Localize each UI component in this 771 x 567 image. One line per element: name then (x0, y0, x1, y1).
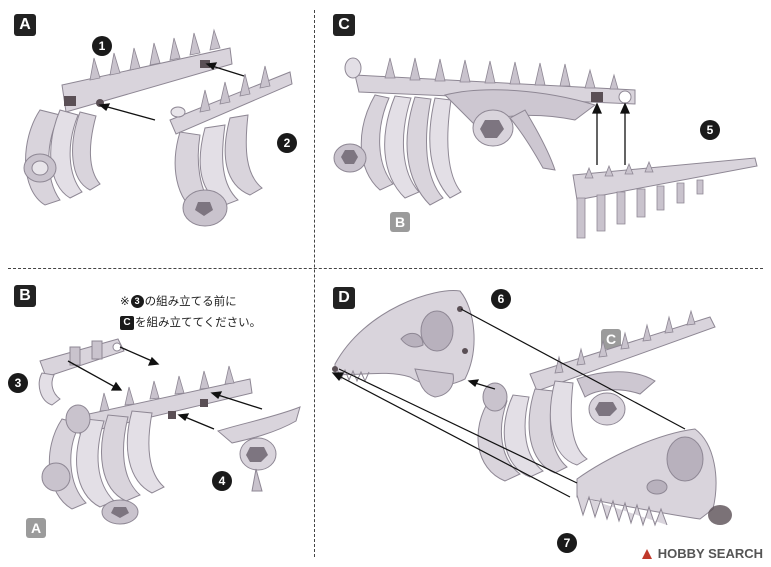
part-4-hip (216, 406, 301, 492)
step-label-a: A (14, 14, 36, 36)
part-number-2: 2 (277, 133, 297, 153)
torso-a (41, 365, 253, 525)
part-number-3: 3 (8, 373, 28, 393)
panel-d-illustration (331, 290, 732, 527)
assembly-arrows-d (331, 308, 686, 498)
assembly-arrows-a (98, 62, 245, 121)
note-line-2-text: を組み立ててください。 (135, 315, 262, 329)
rib-cage-left (23, 109, 101, 206)
part-3-frame (38, 338, 125, 406)
assembly-arrows-b (67, 346, 263, 430)
part-number-7: 7 (557, 533, 577, 553)
note-step-ref: C (120, 315, 134, 330)
hobby-search-logo-icon (641, 548, 652, 559)
ref-label-c: C (601, 329, 621, 349)
hobby-search-watermark: HOBBY SEARCH (640, 546, 763, 561)
part-number-1: 1 (92, 36, 112, 56)
torso-assembly (333, 57, 636, 206)
note-line-1: ※ 3 の組み立てる前に (120, 291, 310, 312)
note-part-number: 3 (130, 295, 144, 308)
horizontal-divider (8, 268, 763, 269)
step-label-b: B (14, 285, 36, 307)
assembly-note: ※ 3 の組み立てる前に C を組み立ててください。 (120, 291, 310, 333)
note-line-2: C を組み立ててください。 (120, 312, 310, 333)
panel-b: B A 3 4 ※ 3 の組み立てる前に C を組み立ててください。 (0, 269, 314, 567)
panel-a: A 1 2 (0, 0, 314, 268)
step-label-d: D (333, 287, 355, 309)
ref-label-b: B (390, 212, 410, 232)
panel-b-illustration (38, 338, 301, 525)
spine-piece-2 (169, 65, 293, 227)
note-prefix: ※ (120, 294, 130, 308)
spine-piece-1 (61, 28, 233, 113)
assembly-arrows-c (591, 102, 631, 165)
ref-label-a: A (26, 518, 46, 538)
part-number-6: 6 (491, 289, 511, 309)
skeleton-body-c (477, 309, 716, 482)
panel-d: D C 6 7 (315, 269, 771, 567)
vertical-divider (314, 10, 315, 557)
panel-a-illustration (23, 28, 293, 227)
part-number-4: 4 (212, 471, 232, 491)
skull-upper-6 (332, 290, 475, 398)
part-number-5: 5 (700, 120, 720, 140)
panel-c-illustration (333, 57, 758, 239)
watermark-text: HOBBY SEARCH (657, 546, 763, 561)
panel-c: C B 5 (315, 0, 771, 268)
tail-piece-5 (572, 157, 758, 239)
step-label-c: C (333, 14, 355, 36)
note-line-1-text: の組み立てる前に (144, 294, 237, 308)
skull-lower-7 (576, 428, 732, 527)
